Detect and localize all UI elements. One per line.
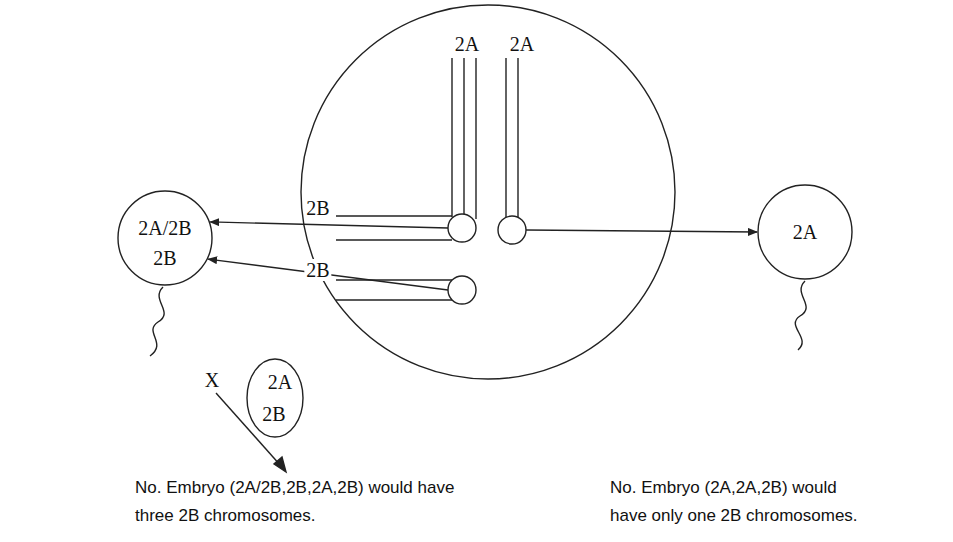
- cell-circle-outline: [300, 4, 676, 380]
- chromosome-label: 2A: [510, 33, 534, 55]
- chromosome-label: 2B: [304, 259, 331, 281]
- gamete-circle: 2A: [757, 184, 853, 280]
- gamete-circle-border: [758, 185, 852, 279]
- gamete-circle-border: [118, 191, 212, 285]
- chromosome-line: [336, 215, 452, 216]
- cell-circle: 2A 2A 2B 2B: [300, 4, 676, 380]
- pollen-tube-squiggle: [150, 287, 164, 356]
- chromosome-label: 2A: [793, 221, 817, 243]
- chromosome-line: [336, 299, 452, 300]
- segregation-arrow: [526, 230, 757, 232]
- chromosome-label: 2A: [268, 371, 292, 393]
- chromosome-label: 2B: [153, 247, 176, 269]
- chromosome-label: 2B: [304, 197, 331, 219]
- gamete-ellipse: 2A2B: [246, 358, 304, 438]
- note-text: No. Embryo (2A/2B,2B,2A,2B) would have t…: [135, 474, 495, 530]
- centromere-circle: [498, 216, 526, 244]
- segregation-arrow: [210, 222, 448, 228]
- gamete-ellipse-border: [247, 359, 303, 437]
- chromosome-label: 2B: [262, 403, 285, 425]
- pollen-tube-squiggle: [795, 281, 806, 350]
- chromosome-label: 2A/2B: [138, 217, 191, 239]
- chromosome-line: [505, 58, 506, 218]
- note-text: No. Embryo (2A,2A,2B) would have only on…: [610, 474, 872, 530]
- segregation-arrow: [208, 259, 448, 290]
- arrow-head: [274, 457, 286, 472]
- gamete-circle: 2A/2B 2B: [117, 190, 213, 286]
- chromosome-line: [475, 58, 476, 219]
- centromere-circle: [448, 276, 476, 304]
- chromosome-line: [463, 58, 464, 214]
- cell-circle-border: [301, 5, 675, 379]
- centromere-circle: [448, 214, 476, 242]
- chromosome-line: [451, 58, 452, 217]
- cross-mark: X: [205, 369, 219, 391]
- chromosome-line: [517, 58, 518, 218]
- gamete-ellipse-outline: [246, 358, 304, 438]
- chromosome-line: [336, 279, 452, 280]
- chromosome-line: [336, 239, 452, 240]
- chromosome-label: 2A: [455, 33, 479, 55]
